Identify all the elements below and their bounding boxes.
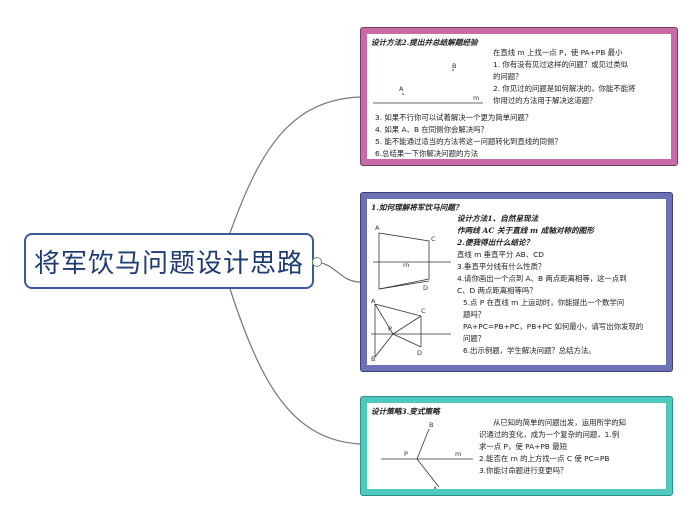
card2-fig2-label-d: D [417,349,422,357]
card1-bottom-line: 5. 能不能通过适当的方法将这一问题转化到直线的同侧？ [375,137,562,146]
card2-content: 1.如何理解将军饮马问题？ A C m B D A C P B D 设计方法1 [367,199,666,365]
card2-fig1-label-c: C [431,235,436,243]
card2-indent-line: 6.出示例题，学生解决问题？总结方法。 [463,346,596,355]
card3-fig-label-m: m [455,450,461,458]
card2-heading: 1.如何理解将军饮马问题？ [371,203,463,212]
card1-right-line: 的问题？ [493,72,523,81]
card3-line: 3.你能讨命题进行变更吗？ [479,466,568,475]
connector-to-card3 [229,288,361,445]
card1-figure: B A m [373,62,483,104]
card3-figure: B P m A [381,421,473,489]
card1-right-line: 你用过的方法用于解决这道题？ [493,96,597,105]
card3-line: 从已知的简单的问题出发，运用所学的知 [493,418,627,427]
card3-line: 识通过的变化，成为一个复杂的问题，1.例 [479,430,620,439]
card1-fig-label-m: m [473,94,479,102]
card2-right-line: 直线 m 垂直平分 AB、CD [457,250,544,259]
topic-card-method-2[interactable]: 设计方法2.提出并总结解题经验 B A m 在直线 m 上找一点 P，使 PA+… [360,27,678,166]
card2-figure-2: A C P B D [371,299,451,361]
card3-fig-label-a: A [433,485,438,489]
card1-right-line: 1. 你有没有见过这样的问题？或见过类似 [493,60,629,69]
card2-figure-1: A C m B D [373,224,451,291]
card2-fig2-label-a: A [371,299,376,305]
card2-fig2-label-c: C [421,307,426,315]
card3-heading: 设计策略3.变式策略 [371,407,440,416]
card2-fig1-label-d: D [423,284,428,291]
card3-line: 2.能否在 m 的上方找一点 C 使 PC=PB [479,454,610,463]
topic-card-strategy-3[interactable]: 设计策略3.变式策略 B P m A 从已知的简单的问题出发，运用所学的知 识通… [360,396,673,496]
card3-fig-label-b: B [429,421,433,429]
card1-heading: 设计方法2.提出并总结解题经验 [371,38,478,47]
card1-content: 设计方法2.提出并总结解题经验 B A m 在直线 m 上找一点 P，使 PA+… [367,34,671,159]
card1-right-line: 在直线 m 上找一点 P，使 PA+PB 最小 [493,48,623,57]
card2-indent-line: 5.点 P 在直线 m 上运动时，你能提出一个数学问 [463,298,625,307]
collapse-toggle-icon[interactable] [312,257,322,267]
card2-fig1-label-a: A [375,224,380,232]
connector-to-card1 [229,96,361,234]
card2-indent-line: PA+PC=PB+PC，PB+PC 如何最小，请写出你发现的 [463,322,644,331]
card2-right-line: 4.请你画出一个点到 A、B 两点距离相等，这一点到 [457,274,627,283]
card2-right-line: C、D 两点距离相等吗？ [457,286,537,295]
card3-content: 设计策略3.变式策略 B P m A 从已知的简单的问题出发，运用所学的知 识通… [367,403,666,489]
card1-right-line: 2. 你见过的问题是如何解决的，你能不能将 [493,84,636,93]
topic-card-method-1[interactable]: 1.如何理解将军饮马问题？ A C m B D A C P B D 设计方法1 [360,192,673,372]
card1-fig-label-b: B [452,62,456,70]
card2-indent-line: 题吗？ [463,310,486,319]
card1-bottom-line: 4. 如果 A、B 在同侧你会解决吗？ [375,125,488,134]
card1-bottom-line: 6.总结果一下你解决问题的方法 [375,149,479,158]
central-topic[interactable]: 将军饮马问题设计思路 [24,233,314,289]
card2-fig2-label-p: P [388,325,392,333]
card2-hw-line: 作两线 AC 关于直线 m 成轴对称的图形 [457,226,594,235]
central-topic-title: 将军饮马问题设计思路 [33,248,304,279]
card2-indent-line: 问题？ [463,334,486,343]
card3-line: 求一点 P，使 PA+PB 最短 [479,442,567,451]
card2-fig1-label-m: m [403,261,409,269]
card2-fig2-label-b: B [371,355,375,361]
card2-hw-line: 设计方法1、自然呈现法 [457,214,539,223]
card1-fig-label-a: A [399,85,404,93]
card2-hw-line: 2.便我得出什么结论？ [457,238,534,247]
card1-bottom-line: 3. 如果不行你可以试着解决一个更为简单问题？ [375,113,533,122]
card3-fig-label-p: P [404,450,408,458]
card2-right-line: 3.垂直平分线有什么性质？ [457,262,546,271]
